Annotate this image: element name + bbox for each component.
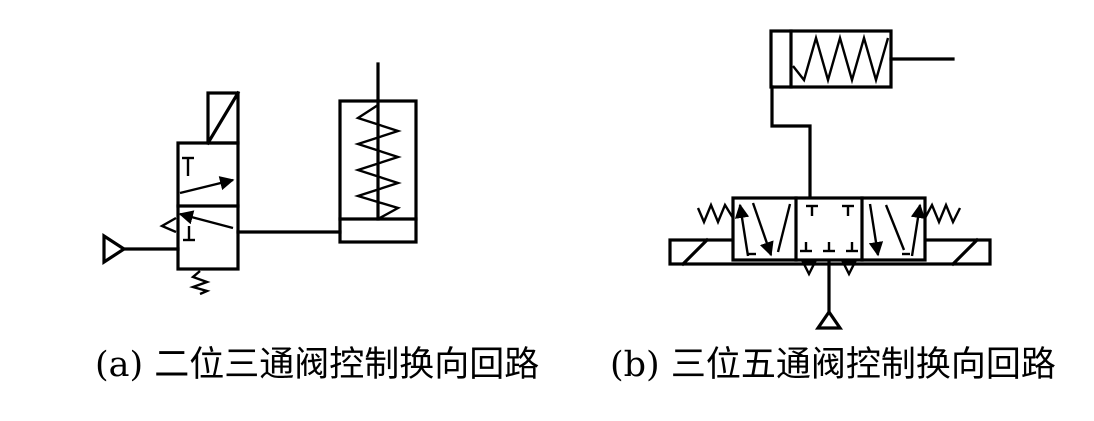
pressure-source-a <box>102 233 180 265</box>
pressure-source-b <box>814 309 844 330</box>
three-position-five-way-valve <box>731 196 927 262</box>
right-spring <box>923 201 962 226</box>
cylinder-pipe-b <box>770 85 812 200</box>
exhaust-triangle-left <box>801 260 817 277</box>
horizontal-cylinder <box>769 29 955 89</box>
caption-a: (a) 二位三通阀控制换向回路 <box>95 345 540 385</box>
single-acting-cylinder <box>338 62 418 244</box>
valve-return-spring <box>189 270 211 296</box>
caption-b: (b) 三位五通阀控制换向回路 <box>610 345 1056 385</box>
two-position-three-way-valve <box>159 141 240 271</box>
circuit-a <box>102 62 418 296</box>
circuit-b <box>668 29 992 330</box>
exhaust-triangle-right <box>841 260 857 277</box>
left-spring <box>696 201 735 226</box>
solenoid-actuator <box>205 90 241 146</box>
